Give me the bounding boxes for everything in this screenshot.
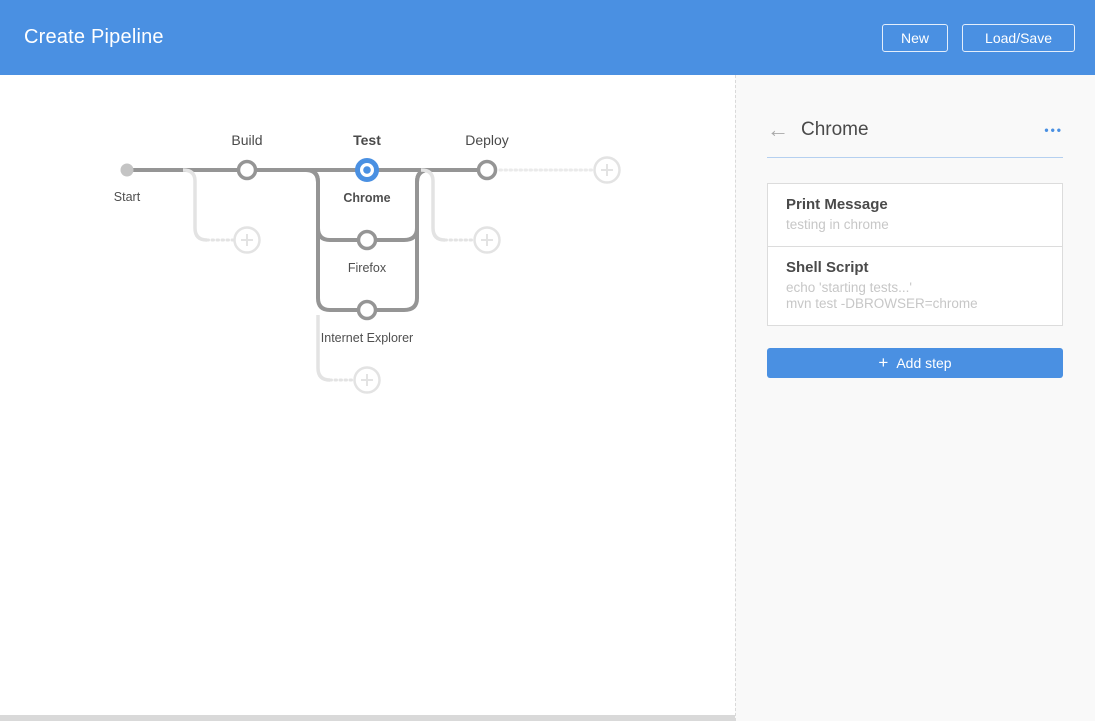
panel-title: Chrome — [801, 119, 869, 140]
step-item-shell-script[interactable]: Shell Script echo 'starting tests...' mv… — [768, 246, 1062, 325]
stage-label-deploy[interactable]: Deploy — [465, 132, 509, 148]
pipeline-canvas: Build Test Deploy Start Chrome Firefox I… — [0, 75, 735, 721]
page-title: Create Pipeline — [24, 26, 164, 48]
stage-node-build[interactable] — [236, 159, 258, 181]
step-title: Print Message — [786, 196, 888, 213]
plus-icon: + — [878, 352, 889, 372]
add-step-label: Add step — [896, 355, 952, 371]
plus-icon — [361, 374, 373, 386]
branch-label-chrome[interactable]: Chrome — [343, 191, 390, 205]
branch-node-chrome[interactable] — [355, 158, 379, 182]
stage-node-deploy[interactable] — [476, 159, 498, 181]
pipeline-graph: Build Test Deploy Start Chrome Firefox I… — [114, 132, 621, 394]
branch-label-firefox[interactable]: Firefox — [348, 261, 387, 275]
add-parallel-branch-test-button[interactable] — [353, 366, 381, 394]
start-node — [120, 163, 134, 177]
add-branch-connector-build — [182, 168, 208, 242]
plus-icon — [601, 164, 613, 176]
add-parallel-branch-build-button[interactable] — [233, 226, 261, 254]
branch-node-firefox[interactable] — [356, 229, 378, 251]
header-buttons: New Load/Save — [882, 23, 1075, 52]
step-detail: testing in chrome — [786, 217, 889, 232]
plus-icon — [481, 234, 493, 246]
add-step-button[interactable]: + Add step — [767, 348, 1063, 378]
start-label: Start — [114, 190, 141, 204]
step-panel: ← Chrome ••• Print Message testing in ch… — [735, 75, 1095, 721]
plus-icon — [241, 234, 253, 246]
step-title: Shell Script — [786, 259, 869, 276]
stage-label-test[interactable]: Test — [353, 132, 381, 148]
branch-label-internet-explorer[interactable]: Internet Explorer — [321, 331, 413, 345]
branch-node-internet-explorer[interactable] — [356, 299, 378, 321]
back-icon[interactable]: ← — [767, 117, 789, 142]
panel-divider — [767, 157, 1063, 158]
app-header: Create Pipeline New Load/Save — [0, 0, 1095, 75]
step-detail: mvn test -DBROWSER=chrome — [786, 296, 978, 311]
more-menu-icon[interactable]: ••• — [1044, 123, 1063, 137]
step-detail: echo 'starting tests...' — [786, 280, 912, 295]
new-button[interactable]: New — [882, 23, 949, 52]
panel-header: ← Chrome ••• — [767, 113, 1063, 147]
horizontal-scrollbar[interactable] — [0, 715, 735, 721]
stage-label-build[interactable]: Build — [231, 132, 262, 148]
add-stage-button[interactable] — [593, 156, 621, 184]
add-parallel-branch-deploy-button[interactable] — [473, 226, 501, 254]
steps-list: Print Message testing in chrome Shell Sc… — [767, 183, 1063, 326]
add-branch-connector-test — [316, 315, 331, 382]
add-branch-connector-deploy — [420, 168, 446, 242]
load-save-button[interactable]: Load/Save — [962, 23, 1075, 52]
step-item-print-message[interactable]: Print Message testing in chrome — [768, 184, 1062, 246]
